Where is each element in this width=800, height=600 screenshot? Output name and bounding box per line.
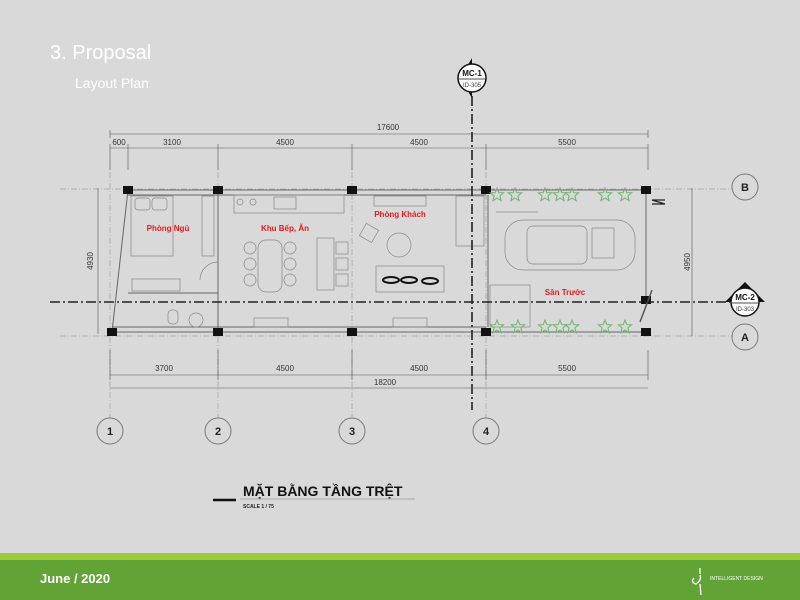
staircase [201,195,215,257]
staircase [455,195,485,247]
column [641,186,651,194]
axis-bubble-b: B [731,173,759,201]
dim: 4500 [410,364,428,373]
axis-bubble-4: 4 [472,417,500,445]
sink [188,312,204,328]
column [123,186,133,194]
dim: 600 [112,138,126,147]
plant-icon [616,186,634,202]
dim: 3700 [155,364,173,373]
dim: 4500 [410,138,428,147]
column [641,296,651,304]
section-marker-mc2[interactable]: MC-2 ID-303 [725,282,765,317]
column [213,328,223,336]
chair [243,273,257,287]
axis-bubble-2: 2 [204,417,232,445]
plant-icon [536,186,554,202]
logo-mark-icon [691,568,702,596]
plant-icon [616,318,634,334]
tv-console [373,195,427,207]
logo-text: INTELLIGENT DESIGN [710,576,763,582]
section-ref: ID-303 [736,307,755,313]
dim: 5500 [558,364,576,373]
svg-text:4: 4 [483,426,490,438]
room-label-front-yard: Sân Trước [545,288,586,297]
right-dim: 4950 [683,253,692,271]
plant-icon [563,186,581,202]
overall-top-dim: 17600 [377,123,400,132]
chair [243,257,257,271]
column [641,328,651,336]
axis-bubble-1: 1 [96,417,124,445]
plant-icon [488,318,506,334]
column [107,328,117,336]
plant-icon [488,186,506,202]
svg-text:2: 2 [215,426,221,438]
room-label-kitchen-dining: Khu Bếp, Ăn [261,224,309,233]
footer-stripe [0,553,800,560]
furniture [130,186,666,334]
column [213,186,223,194]
plant-icon [563,318,581,334]
kitchen-counter [233,194,345,214]
company-logo: INTELLIGENT DESIGN [688,566,788,596]
plant-icon [509,318,527,334]
dim: 5500 [558,138,576,147]
chair [283,241,297,255]
section-name: MC-1 [462,69,482,78]
sofa [375,265,445,293]
plan-scale: SCALE 1 / 75 [243,504,274,510]
plant-icon [506,186,524,202]
top-dimensions: 17600 600 3100 4500 4500 5500 [109,123,649,170]
overall-bottom-dim: 18200 [374,378,397,387]
car [504,219,636,271]
dim: 4500 [276,364,294,373]
axis-bubble-3: 3 [338,417,366,445]
footer-date: June / 2020 [40,571,111,586]
left-dim: 4930 [86,252,95,270]
footer: June / 2020 INTELLIGENT DESIGN [0,560,800,600]
bed [130,195,174,257]
dim: 3100 [163,138,181,147]
dim: 4500 [276,138,294,147]
column [481,186,491,194]
svg-text:B: B [741,182,749,194]
svg-text:1: 1 [107,426,113,438]
bottom-dimensions: 3700 4500 4500 5500 18200 [109,350,649,389]
section-ref: ID-305 [463,83,482,89]
dining-table [257,239,283,293]
chair [283,257,297,271]
plan-title: MẶT BẰNG TẦNG TRỆT [243,482,403,499]
chair [283,273,297,287]
room-label-living-room: Phòng Khách [374,210,426,219]
coffee-table [386,232,412,258]
svg-text:3: 3 [349,426,355,438]
svg-text:A: A [741,332,749,344]
slide-subtitle: Layout Plan [75,75,149,91]
section-marker-mc1[interactable]: MC-1 ID-305 [457,58,487,98]
section-name: MC-2 [735,293,755,302]
plant-icon [596,186,614,202]
toilet [167,309,179,325]
plant-icon [596,318,614,334]
plant-icon [551,318,569,334]
column [347,328,357,336]
chair [243,241,257,255]
axis-bubble-a: A [731,323,759,351]
walls [107,186,651,336]
plant-icon [536,318,554,334]
column [347,186,357,194]
column [481,328,491,336]
room-label-bedroom: Phòng Ngủ [147,224,190,233]
slide-title: 3. Proposal [50,42,152,64]
